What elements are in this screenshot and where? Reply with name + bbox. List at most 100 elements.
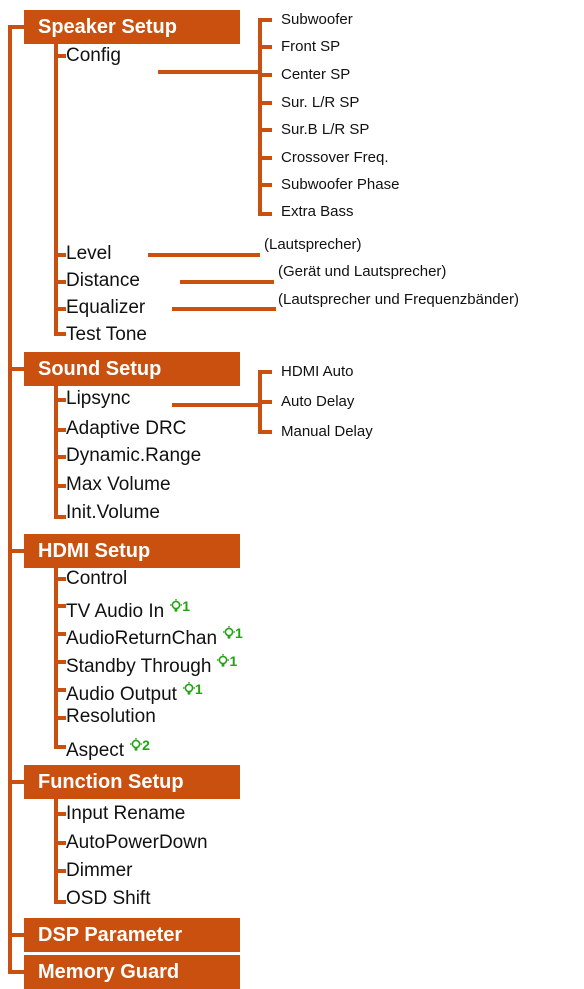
- menu-item-resolution[interactable]: Resolution: [66, 706, 156, 727]
- connector-line: [54, 515, 66, 519]
- menu-item-control[interactable]: Control: [66, 568, 128, 589]
- connector-line: [54, 484, 66, 488]
- connector-line: [172, 403, 262, 407]
- menu-item-label: AudioReturnChan: [66, 628, 218, 649]
- trunk-branch: [8, 549, 26, 553]
- submenu-item-subwoofer[interactable]: Subwoofer: [281, 11, 353, 28]
- menu-item-equalizer[interactable]: Equalizer: [66, 297, 146, 318]
- note-badge: 2: [130, 734, 150, 756]
- connector-line: [54, 386, 58, 519]
- menu-item-lipsync[interactable]: Lipsync: [66, 388, 131, 409]
- connector-line: [180, 280, 274, 284]
- hint-icon: [217, 654, 230, 667]
- section-header-function-setup[interactable]: Function Setup: [24, 765, 240, 799]
- menu-item-level[interactable]: Level: [66, 243, 112, 264]
- connector-line: [258, 128, 272, 132]
- menu-item-adaptive-drc[interactable]: Adaptive DRC: [66, 418, 187, 439]
- section-header-memory-guard[interactable]: Memory Guard: [24, 955, 240, 989]
- menu-item-init-volume[interactable]: Init.Volume: [66, 502, 160, 523]
- connector-line: [258, 101, 272, 105]
- connector-line: [258, 18, 272, 22]
- badge-number: 1: [229, 653, 238, 669]
- connector-line: [258, 73, 272, 77]
- connector-line: [258, 156, 272, 160]
- submenu-item-surb-lr-sp[interactable]: Sur.B L/R SP: [281, 121, 370, 138]
- connector-line: [258, 430, 272, 434]
- connector-line: [54, 869, 66, 873]
- section-header-hdmi-setup[interactable]: HDMI Setup: [24, 534, 240, 568]
- trunk-line: [8, 27, 12, 972]
- connector-line: [172, 307, 276, 311]
- connector-line: [54, 398, 66, 402]
- hint-icon: [223, 626, 236, 639]
- connector-line: [258, 45, 272, 49]
- menu-item-auto-power-down[interactable]: AutoPowerDown: [66, 832, 208, 853]
- connector-line: [54, 688, 66, 692]
- badge-number: 1: [182, 598, 191, 614]
- badge-number: 2: [142, 737, 150, 753]
- menu-item-test-tone[interactable]: Test Tone: [66, 324, 147, 345]
- note-distance: (Gerät und Lautsprecher): [278, 263, 447, 280]
- connector-line: [54, 900, 66, 904]
- connector-line: [54, 604, 66, 608]
- menu-item-osd-shift[interactable]: OSD Shift: [66, 888, 151, 909]
- menu-item-dimmer[interactable]: Dimmer: [66, 860, 133, 881]
- trunk-branch: [8, 25, 26, 29]
- note-badge: 1: [217, 650, 237, 672]
- submenu-item-crossover-freq[interactable]: Crossover Freq.: [281, 149, 389, 166]
- hint-icon: [130, 738, 143, 751]
- menu-item-max-volume[interactable]: Max Volume: [66, 474, 171, 495]
- connector-line: [148, 253, 260, 257]
- note-badge: 1: [223, 622, 243, 644]
- submenu-item-sur-lr-sp[interactable]: Sur. L/R SP: [281, 94, 360, 111]
- note-level: (Lautsprecher): [264, 236, 362, 253]
- menu-item-aspect[interactable]: Aspect 2: [66, 734, 150, 762]
- menu-item-label: Aspect: [66, 740, 125, 761]
- connector-line: [54, 568, 58, 749]
- section-header-sound-setup[interactable]: Sound Setup: [24, 352, 240, 386]
- menu-item-audio-return-chan[interactable]: AudioReturnChan 1: [66, 622, 243, 650]
- connector-line: [258, 18, 262, 216]
- submenu-item-extra-bass[interactable]: Extra Bass: [281, 203, 354, 220]
- hint-icon: [182, 682, 195, 695]
- section-header-dsp-parameter[interactable]: DSP Parameter: [24, 918, 240, 952]
- note-equalizer: (Lautsprecher und Frequenzbänder): [278, 291, 519, 308]
- connector-line: [54, 716, 66, 720]
- trunk-branch: [8, 780, 26, 784]
- connector-line: [158, 70, 262, 74]
- trunk-branch: [8, 970, 26, 974]
- badge-number: 1: [194, 681, 203, 697]
- connector-line: [54, 307, 66, 311]
- connector-line: [54, 745, 66, 749]
- badge-number: 1: [235, 625, 243, 641]
- connector-line: [54, 577, 66, 581]
- connector-line: [54, 54, 66, 58]
- menu-item-config[interactable]: Config: [66, 45, 121, 66]
- section-header-speaker-setup[interactable]: Speaker Setup: [24, 10, 240, 44]
- connector-line: [54, 44, 58, 336]
- menu-item-dynamic-range[interactable]: Dynamic.Range: [66, 445, 202, 466]
- connector-line: [54, 455, 66, 459]
- note-badge: 1: [170, 595, 190, 617]
- connector-line: [54, 841, 66, 845]
- connector-line: [54, 660, 66, 664]
- submenu-item-front-sp[interactable]: Front SP: [281, 38, 341, 55]
- submenu-item-subwoofer-phase[interactable]: Subwoofer Phase: [281, 176, 400, 193]
- menu-item-distance[interactable]: Distance: [66, 270, 140, 291]
- connector-line: [54, 428, 66, 432]
- connector-line: [258, 370, 272, 374]
- trunk-branch: [8, 367, 26, 371]
- connector-line: [54, 253, 66, 257]
- menu-item-input-rename[interactable]: Input Rename: [66, 803, 186, 824]
- submenu-item-auto-delay[interactable]: Auto Delay: [281, 393, 355, 410]
- connector-line: [54, 812, 66, 816]
- submenu-item-center-sp[interactable]: Center SP: [281, 66, 351, 83]
- hint-icon: [170, 599, 183, 612]
- submenu-item-hdmi-auto[interactable]: HDMI Auto: [281, 363, 354, 380]
- submenu-item-manual-delay[interactable]: Manual Delay: [281, 423, 373, 440]
- note-badge: 1: [182, 678, 203, 700]
- connector-line: [54, 799, 58, 904]
